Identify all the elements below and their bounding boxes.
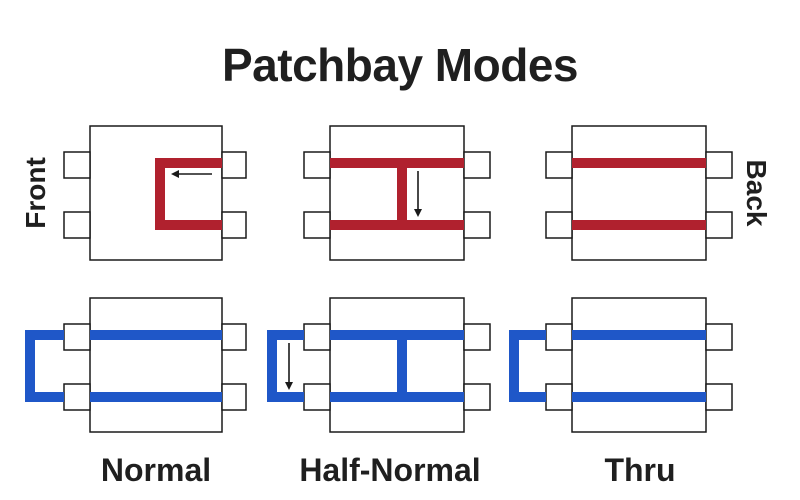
half-normal-front-signal-path xyxy=(330,158,464,230)
thru-back-panel xyxy=(509,297,733,433)
jack-right-top xyxy=(221,151,247,179)
jack-left-bottom xyxy=(63,211,91,239)
normal-back-panel xyxy=(25,297,247,433)
thru-front-signal-path xyxy=(572,158,706,230)
jack-left-bottom xyxy=(545,211,573,239)
jack-right-bottom xyxy=(221,383,247,411)
patch-module-box xyxy=(571,297,707,433)
jack-right-bottom xyxy=(705,211,733,239)
jack-right-top xyxy=(705,151,733,179)
page-title: Patchbay Modes xyxy=(222,39,579,91)
mode-label-normal: Normal xyxy=(100,452,212,488)
half-normal-front-panel xyxy=(303,125,491,261)
jack-left-top xyxy=(545,151,573,179)
thru-back-signal-path xyxy=(509,330,706,402)
jack-right-top xyxy=(463,323,491,351)
jack-right-top xyxy=(705,323,733,351)
jack-left-top xyxy=(545,323,573,351)
jack-left-top xyxy=(63,323,91,351)
jack-left-bottom xyxy=(303,383,331,411)
patch-module-box xyxy=(89,297,223,433)
jack-right-top xyxy=(463,151,491,179)
jack-left-top xyxy=(303,151,331,179)
half-normal-back-signal-path xyxy=(267,330,464,402)
jack-right-bottom xyxy=(463,383,491,411)
jack-left-top xyxy=(63,151,91,179)
jack-right-bottom xyxy=(221,211,247,239)
patch-module-box xyxy=(571,125,707,261)
normal-front-signal-path xyxy=(155,158,222,230)
half-normal-back-panel xyxy=(267,297,491,433)
jack-right-bottom xyxy=(705,383,733,411)
jack-left-bottom xyxy=(63,383,91,411)
jack-left-bottom xyxy=(545,383,573,411)
jack-left-bottom xyxy=(303,211,331,239)
jack-right-bottom xyxy=(463,211,491,239)
jack-right-top xyxy=(221,323,247,351)
normal-back-signal-path xyxy=(25,330,222,402)
normal-front-panel xyxy=(63,125,247,261)
mode-label-thru: Thru xyxy=(604,452,676,488)
mode-label-half-normal: Half-Normal xyxy=(299,452,481,488)
thru-front-panel xyxy=(545,125,733,261)
jack-left-top xyxy=(303,323,331,351)
